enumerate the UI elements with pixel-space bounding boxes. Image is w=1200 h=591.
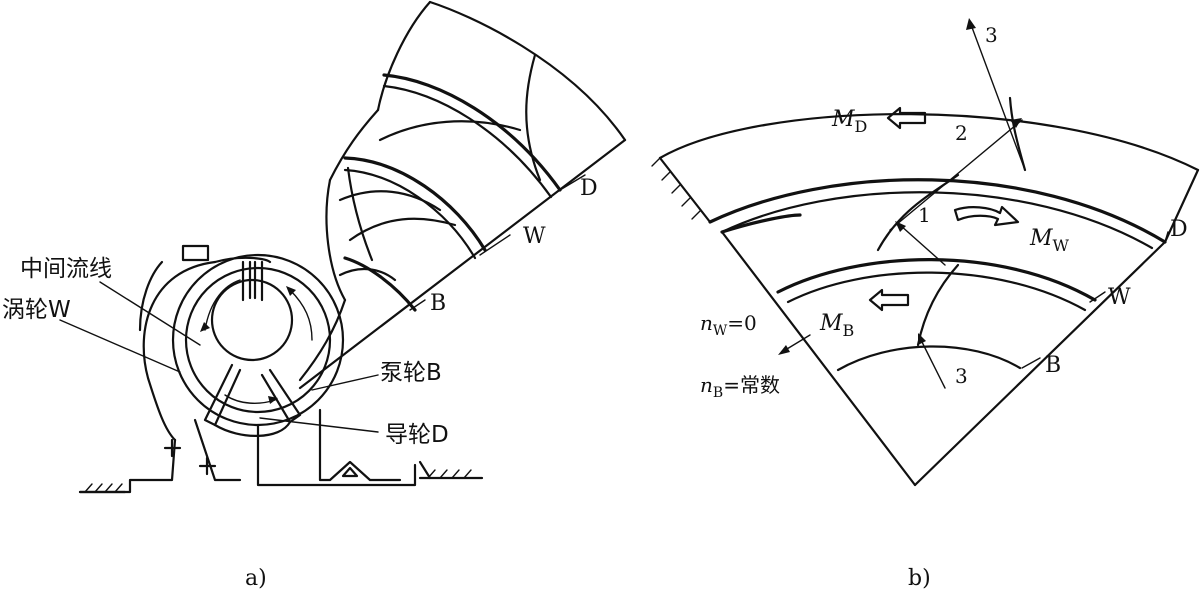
converter-cross-section	[78, 244, 484, 494]
point-label-3-bottom: 3	[955, 364, 968, 388]
caption-a: a)	[245, 566, 267, 591]
label-middle-streamline: 中间流线	[20, 256, 112, 282]
point-label-1: 1	[918, 203, 931, 227]
label-pump: 泵轮B	[380, 360, 442, 386]
torque-arrow-b	[868, 288, 910, 312]
label-turbine: 涡轮W	[2, 297, 71, 323]
caption-b: b)	[908, 566, 931, 591]
speed-label-b: nB=常数	[700, 373, 780, 401]
leader-pump	[311, 374, 379, 391]
speed-label-w: nW=0	[700, 311, 757, 339]
leader-middle-streamline	[99, 281, 201, 346]
ring-label-d-b: D	[1170, 217, 1188, 242]
torque-label-b: MB	[819, 311, 854, 340]
torque-arrow-w	[953, 205, 1020, 227]
figure-a: D W B	[2, 0, 627, 591]
ring-label-w-a: W	[523, 224, 546, 249]
ring-label-b-b: B	[1045, 353, 1061, 378]
figure-b: 1 2 3 3 MD MW MB D W B nW=0 nB=常数 b)	[651, 18, 1200, 591]
blade-sector-a: D W B	[298, 0, 627, 390]
ring-label-b-a: B	[430, 291, 446, 316]
ring-label-w-b: W	[1108, 285, 1131, 310]
torque-label-w: MW	[1029, 226, 1070, 255]
ring-label-d-a: D	[580, 176, 598, 201]
leader-turbine	[59, 319, 181, 373]
torque-label-d: MD	[831, 107, 867, 136]
label-stator: 导轮D	[385, 422, 449, 448]
point-label-2: 2	[955, 121, 968, 145]
leader-stator	[259, 417, 379, 433]
point-label-3-top: 3	[985, 23, 998, 47]
torque-arrow-d	[886, 106, 927, 130]
